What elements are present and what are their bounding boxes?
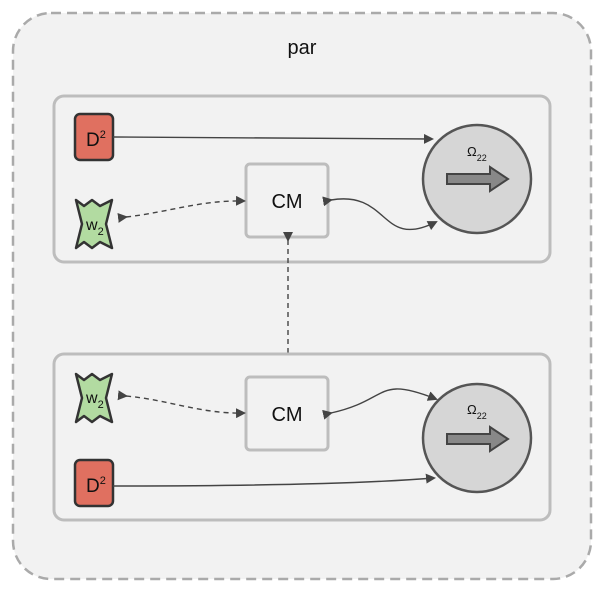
bottom-cm-label: CM	[271, 404, 302, 426]
top-omega-node[interactable]: Ω22	[421, 123, 533, 235]
bottom-w-label: w2	[85, 390, 104, 411]
bottom-d-label: D2	[86, 475, 106, 497]
top-cm-label: CM	[271, 191, 302, 213]
bottom-w-node[interactable]: w2	[74, 372, 114, 424]
bottom-omega-node[interactable]: Ω22	[421, 382, 533, 494]
top-w-node[interactable]: w2	[74, 198, 114, 250]
top-omega-arrow-icon	[446, 165, 510, 193]
bottom-omega-arrow-icon	[446, 425, 510, 453]
top-edge-d-to-omega	[112, 133, 434, 144]
top-edge-w-cm	[117, 195, 246, 223]
top-edge-cm-omega	[322, 196, 438, 231]
top-cm-node[interactable]: CM	[244, 162, 330, 239]
bottom-cm-node[interactable]: CM	[244, 375, 330, 452]
bottom-edge-cm-omega	[322, 388, 438, 420]
top-d-label: D2	[86, 129, 106, 151]
bottom-d-node[interactable]: D2	[73, 458, 115, 508]
top-d-node[interactable]: D2	[73, 112, 115, 162]
top-w-label: w2	[85, 217, 104, 238]
bottom-edge-d-to-omega	[112, 473, 436, 487]
bottom-omega-label: Ω22	[467, 402, 487, 421]
outer-label: par	[288, 37, 317, 59]
top-omega-label: Ω22	[467, 144, 487, 163]
